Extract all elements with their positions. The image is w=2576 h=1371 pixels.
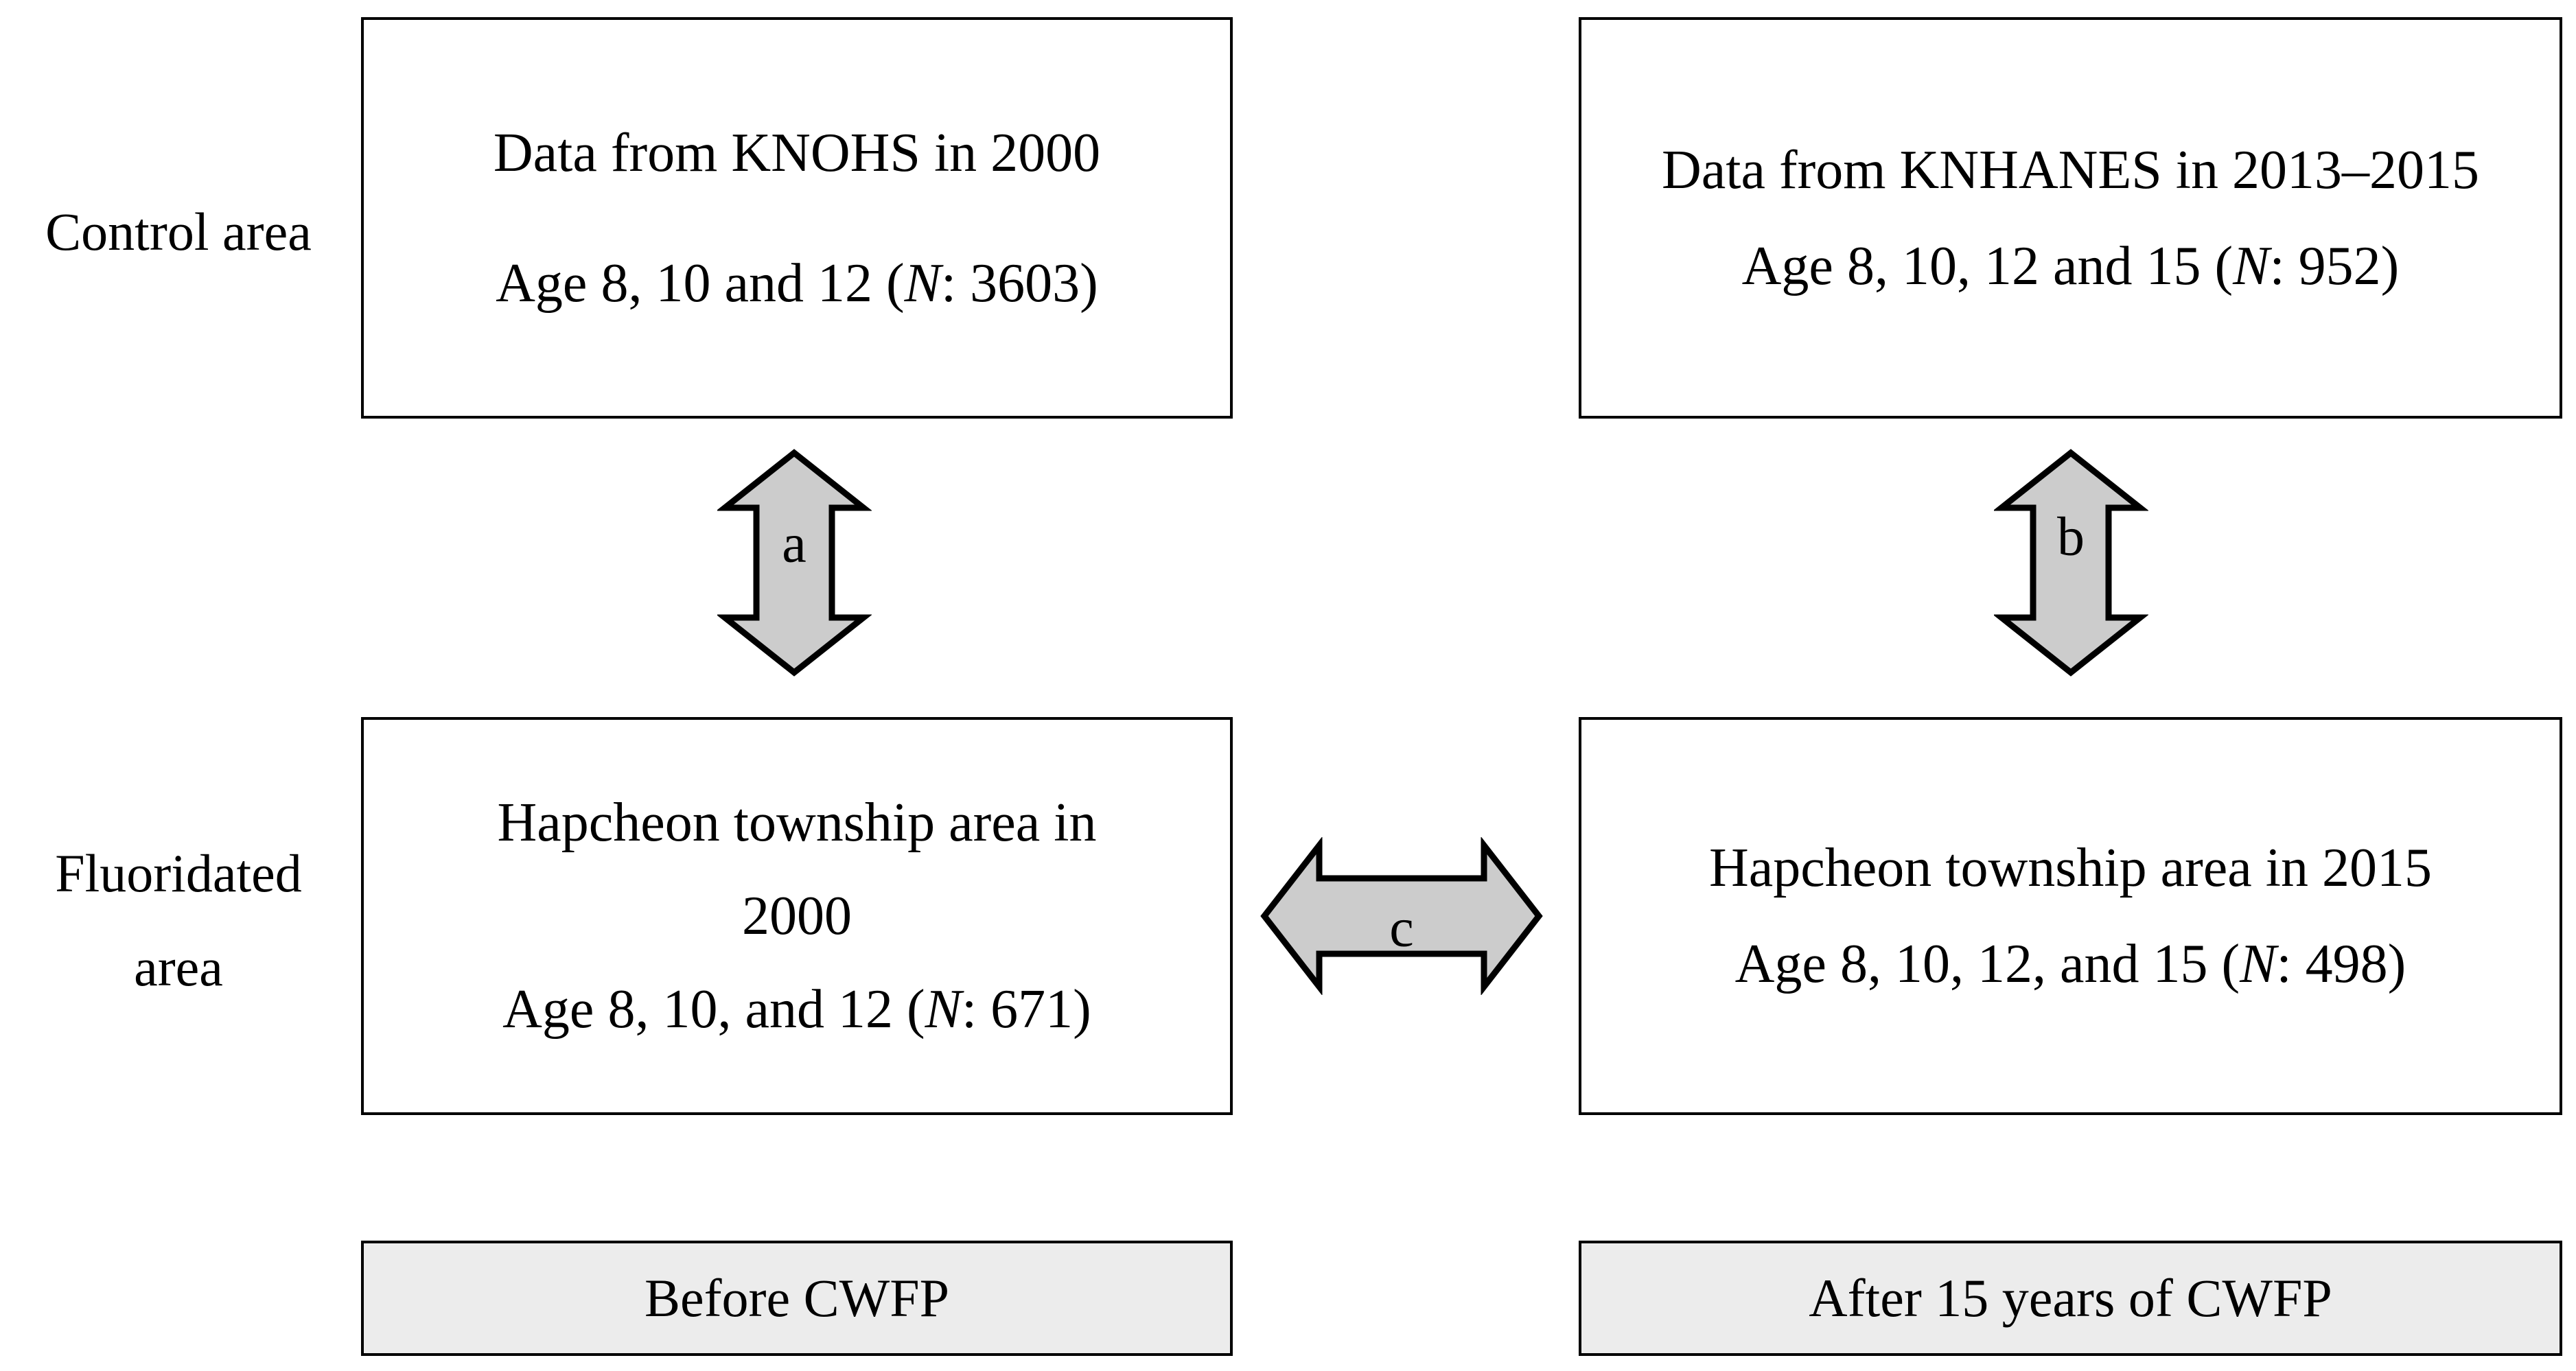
comparison-arrow-b: b [1994,449,2148,677]
footer-before-cwfp-label: Before CWFP [644,1268,950,1328]
arrow-b-shape [1994,449,2148,677]
arrow-a-label: a [782,513,807,574]
arrow-c-shape [1260,837,1543,995]
box-fluoridated-after-count: : 498) [2276,934,2406,994]
arrow-a-shape [717,449,872,677]
arrow-c-label: c [1389,898,1414,958]
box-control-after-line2: Age 8, 10, 12 and 15 (N: 952) [1742,232,2400,301]
box-fluoridated-after-age: Age 8, 10, 12, and 15 ( [1734,934,2240,994]
box-control-before-line2: Age 8, 10 and 12 (N: 3603) [496,249,1098,318]
box-control-before-count: : 3603) [940,253,1098,314]
box-control-after-age: Age 8, 10, 12 and 15 ( [1741,235,2233,296]
box-control-after-count: : 952) [2269,235,2400,296]
box-fluoridated-after-n: N [2240,934,2277,994]
box-fluoridated-after-line1: Hapcheon township area in 2015 [1708,838,2433,898]
box-fluoridated-before-count: : 671) [961,979,1091,1040]
row-label-fluoridated-line1: Fluoridated [55,843,302,903]
box-control-before-line1: Data from KNOHS in 2000 [493,122,1101,183]
box-fluoridated-before-line1b: 2000 [742,886,852,946]
comparison-arrow-c: c [1260,837,1543,995]
row-label-control-text: Control area [45,202,312,261]
box-control-after-line1: Data from KNHANES in 2013–2015 [1662,139,2479,200]
box-fluoridated-before-line2: Age 8, 10, and 12 (N: 671) [502,963,1091,1056]
box-fluoridated-before-age: Age 8, 10, and 12 ( [502,979,925,1040]
box-control-after: Data from KNHANES in 2013–2015 Age 8, 10… [1579,17,2562,419]
box-fluoridated-after-line2: Age 8, 10, 12, and 15 (N: 498) [1735,930,2406,998]
box-fluoridated-before-n: N [925,979,962,1040]
footer-after-cwfp-label: After 15 years of CWFP [1809,1268,2332,1328]
row-label-fluoridated: Fluoridated area [14,827,343,1014]
row-label-control: Control area [14,185,343,279]
box-fluoridated-after: Hapcheon township area in 2015 Age 8, 10… [1579,717,2562,1115]
arrow-b-label: b [2057,506,2085,567]
box-control-after-n: N [2233,235,2270,296]
box-control-before-age: Age 8, 10 and 12 ( [496,253,905,314]
footer-after-cwfp: After 15 years of CWFP [1579,1241,2562,1356]
footer-before-cwfp: Before CWFP [361,1241,1233,1356]
box-control-before: Data from KNOHS in 2000 Age 8, 10 and 12… [361,17,1233,419]
box-fluoridated-before: Hapcheon township area in 2000 Age 8, 10… [361,717,1233,1115]
box-fluoridated-before-line1: Hapcheon township area in [497,793,1097,853]
box-control-before-n: N [904,253,941,314]
comparison-arrow-a: a [717,449,872,677]
row-label-fluoridated-line2: area [134,937,223,997]
